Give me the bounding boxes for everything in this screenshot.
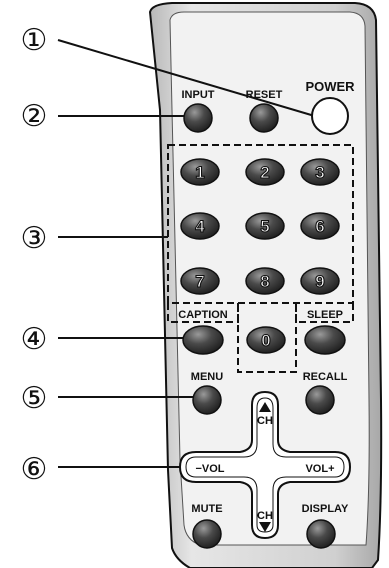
reset-button[interactable] bbox=[249, 103, 279, 133]
digit-1-button[interactable] bbox=[180, 158, 220, 186]
digit-5-label: 5 bbox=[260, 217, 269, 236]
caption-button[interactable] bbox=[182, 325, 224, 355]
digit-9-button[interactable] bbox=[300, 267, 340, 295]
callout-3-number: ③ bbox=[21, 221, 48, 256]
callout-4-number: ④ bbox=[21, 322, 48, 357]
callout-5-number: ⑤ bbox=[21, 381, 48, 416]
digit-2-button[interactable] bbox=[245, 158, 285, 186]
vol-up-label[interactable]: VOL+ bbox=[305, 463, 334, 475]
input-label: INPUT bbox=[182, 89, 215, 101]
zero-dashed-box bbox=[237, 303, 297, 373]
callout-2-number: ② bbox=[21, 99, 48, 134]
digit-3-label: 3 bbox=[315, 163, 324, 182]
digit-6-button[interactable] bbox=[300, 212, 340, 240]
digit-4-label: 4 bbox=[195, 217, 205, 236]
caption-label: CAPTION bbox=[178, 309, 228, 321]
callout-1: ① bbox=[21, 23, 319, 118]
callout-3: ③ bbox=[21, 221, 168, 256]
number-pad: 1 2 3 4 5 6 7 8 9 0 bbox=[180, 158, 340, 354]
digit-0-button[interactable] bbox=[246, 326, 286, 354]
callout-1-number: ① bbox=[21, 23, 48, 58]
vol-down-label[interactable]: −VOL bbox=[195, 463, 224, 475]
display-label: DISPLAY bbox=[302, 503, 349, 515]
power-label: POWER bbox=[305, 79, 355, 94]
callout-2: ② bbox=[21, 99, 184, 134]
digit-3-button[interactable] bbox=[300, 158, 340, 186]
input-button[interactable] bbox=[183, 103, 213, 133]
ch-up-label[interactable]: CH bbox=[257, 415, 273, 427]
ch-down-arrow-icon[interactable] bbox=[259, 522, 271, 532]
callout-6: ⑥ bbox=[21, 452, 190, 487]
mute-button[interactable] bbox=[192, 519, 222, 549]
digit-7-button[interactable] bbox=[180, 267, 220, 295]
mute-label: MUTE bbox=[191, 503, 222, 515]
digit-4-button[interactable] bbox=[180, 212, 220, 240]
menu-label: MENU bbox=[191, 371, 223, 383]
sleep-dashed-box bbox=[295, 303, 354, 323]
sleep-label: SLEEP bbox=[307, 309, 343, 321]
digit-8-button[interactable] bbox=[245, 267, 285, 295]
digit-5-button[interactable] bbox=[245, 212, 285, 240]
sleep-button[interactable] bbox=[304, 325, 346, 355]
digit-9-label: 9 bbox=[315, 272, 324, 291]
digit-7-label: 7 bbox=[195, 272, 204, 291]
recall-label: RECALL bbox=[303, 371, 348, 383]
recall-button[interactable] bbox=[305, 385, 335, 415]
menu-button[interactable] bbox=[192, 385, 222, 415]
ch-up-arrow-icon[interactable] bbox=[259, 402, 271, 412]
callout-6-number: ⑥ bbox=[21, 452, 48, 487]
reset-label: RESET bbox=[246, 89, 283, 101]
digit-6-label: 6 bbox=[315, 217, 324, 236]
callout-5: ⑤ bbox=[21, 381, 195, 416]
digit-1-label: 1 bbox=[195, 163, 204, 182]
power-button[interactable] bbox=[311, 97, 349, 135]
digit-2-label: 2 bbox=[260, 163, 269, 182]
direction-pad bbox=[178, 390, 352, 540]
digit-8-label: 8 bbox=[260, 272, 269, 291]
display-button[interactable] bbox=[306, 519, 336, 549]
ch-down-label[interactable]: CH bbox=[257, 510, 273, 522]
callout-4: ④ bbox=[21, 322, 186, 357]
digit-0-label: 0 bbox=[261, 331, 270, 350]
